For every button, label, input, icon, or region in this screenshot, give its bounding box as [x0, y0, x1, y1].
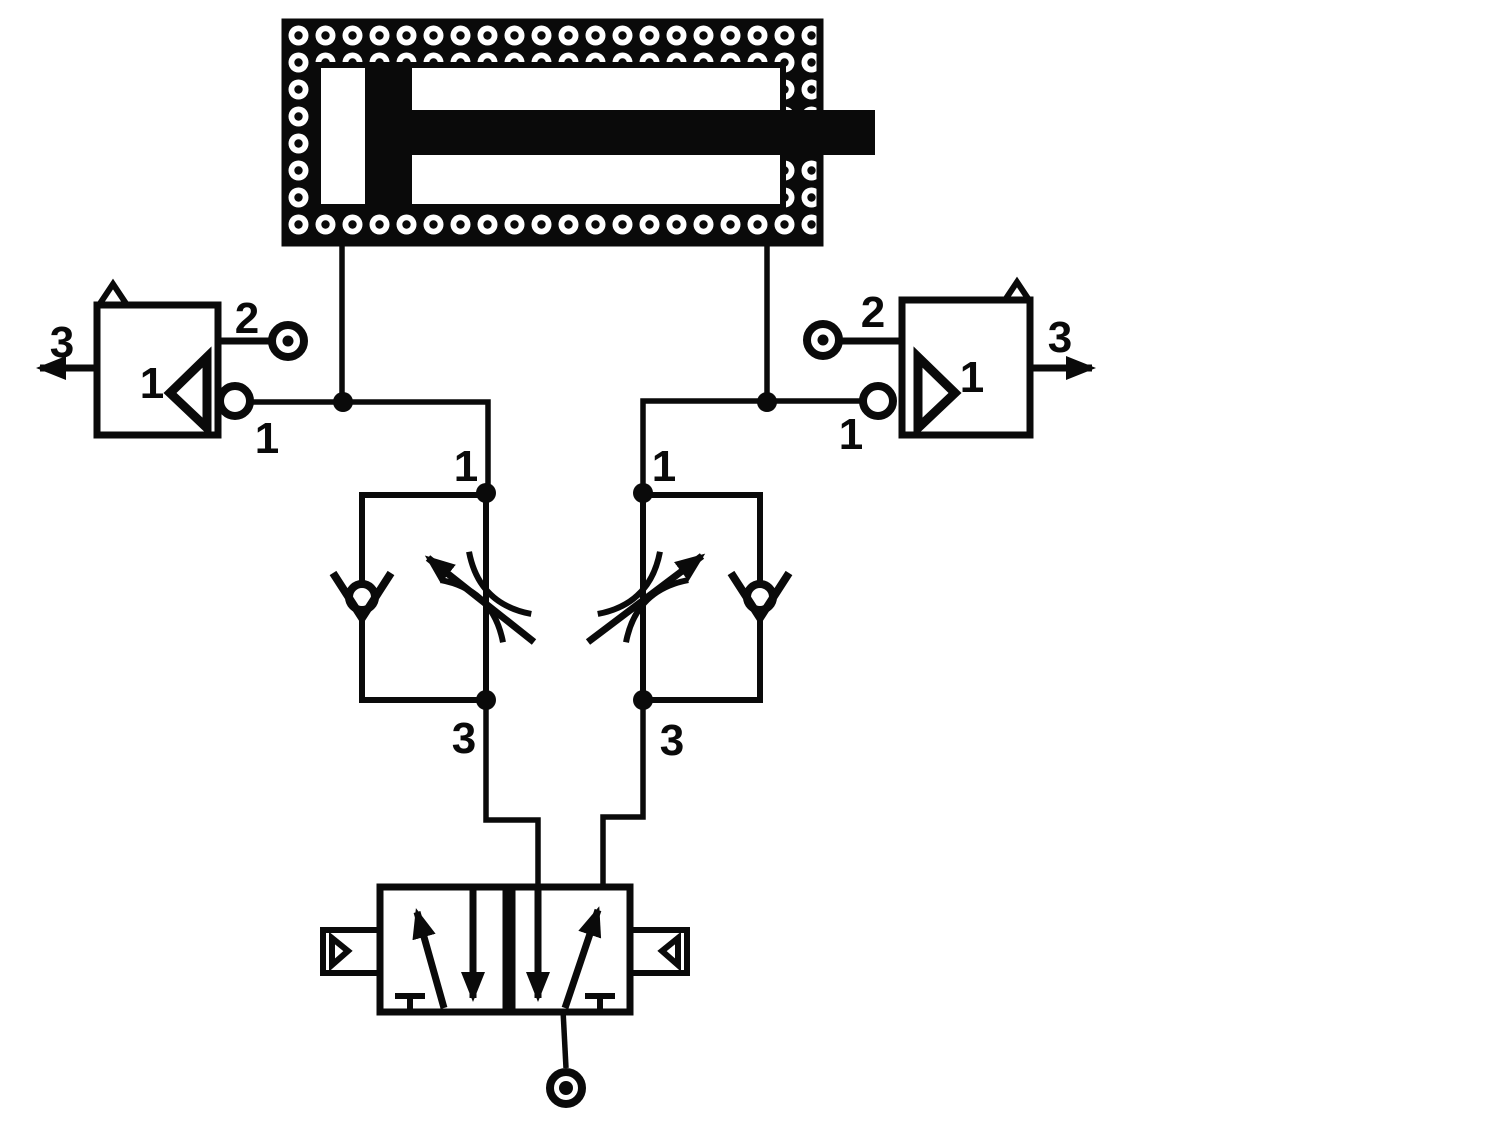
pipe-fcv-left-to-valve[interactable] [483, 700, 541, 889]
pneumatic-pilot-triangle-icon [329, 931, 353, 972]
junction-dots [333, 392, 777, 710]
fcv-left-port1-label: 1 [454, 442, 478, 491]
qev-left-top-peak [96, 278, 130, 307]
check-valve-seat-icon [329, 570, 395, 626]
quick-exhaust-valve-left[interactable]: 3 2 1 1 [36, 278, 308, 463]
one-way-flow-control-valve-left[interactable]: 1 3 [329, 442, 537, 763]
qev-right-shuttle-icon [913, 346, 962, 439]
cylinder-double-acting[interactable] [281, 18, 875, 247]
qev-left-port2-label: 2 [235, 294, 259, 343]
plugged-port-dot [282, 335, 294, 347]
qev-right-port3-label: 3 [1048, 313, 1072, 362]
quick-exhaust-valve-right[interactable]: 2 1 3 1 [803, 276, 1096, 459]
blocked-port-icon [585, 993, 615, 1012]
cylinder-piston-rod [410, 110, 875, 155]
qev-left-port1-circle [216, 382, 254, 420]
fcv-left-bypass-loop [359, 492, 486, 703]
junction-dot [333, 392, 353, 412]
tubing[interactable] [250, 243, 863, 1069]
qev-left-shuttle-icon [163, 346, 212, 439]
dcv-right-diagonal-flow-arrow [561, 906, 602, 1010]
qev-left-port3-label: 3 [50, 318, 74, 367]
pneumatic-pilot-triangle-icon [657, 931, 681, 972]
check-valve-seat-icon [727, 570, 793, 626]
plugged-port-dot [559, 1081, 573, 1095]
qev-right-body-label: 1 [960, 353, 984, 402]
directional-control-valve[interactable] [320, 883, 690, 1108]
pipe-fcv-right-to-valve[interactable] [600, 700, 646, 889]
qev-right-port2-label: 2 [861, 288, 885, 337]
qev-left-port1-label: 1 [255, 414, 279, 463]
pipe-junction-to-fcv-right[interactable] [640, 398, 863, 493]
fcv-left-port3-label: 3 [452, 714, 476, 763]
fcv-right-port3-label: 3 [660, 716, 684, 765]
cylinder-cushion-band [285, 22, 820, 243]
variable-throttle-arrow-icon [585, 553, 706, 645]
fcv-right-port1-label: 1 [652, 442, 676, 491]
one-way-flow-control-valve-right[interactable]: 1 3 [585, 442, 793, 765]
cylinder-piston [365, 65, 412, 207]
junction-dot [757, 392, 777, 412]
plugged-port-dot [817, 334, 829, 346]
qev-right-port1-label: 1 [839, 410, 863, 459]
dcv-position-left [376, 883, 510, 1016]
dcv-left-diagonal-flow-arrow [412, 908, 448, 1009]
pipe-pilot-plug[interactable] [560, 1009, 569, 1069]
pipe-junction-to-fcv-left[interactable] [250, 399, 491, 493]
variable-throttle-arrow-icon [424, 555, 537, 645]
qev-right-port1-circle [859, 382, 897, 420]
qev-left-body-label: 1 [140, 359, 164, 408]
blocked-port-icon [395, 993, 425, 1012]
